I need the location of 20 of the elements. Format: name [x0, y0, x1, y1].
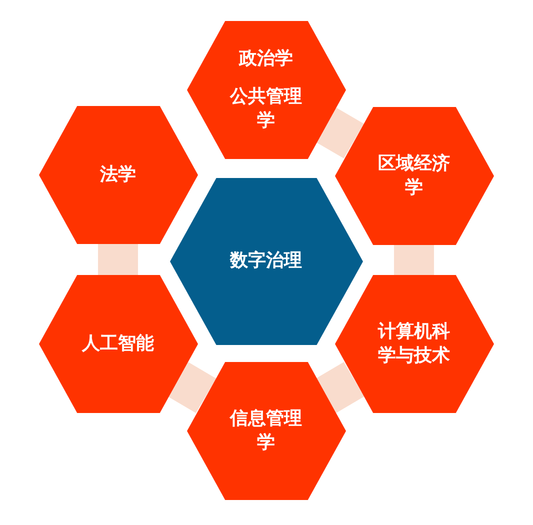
subject-label: 人工智能 — [82, 332, 154, 356]
connector-band — [394, 245, 434, 275]
hexagon — [334, 275, 494, 413]
subject-label: 计算机科学与技术 — [376, 320, 451, 368]
hexagon — [334, 107, 494, 245]
subject-label: 法学 — [100, 163, 136, 187]
hexagon — [38, 106, 198, 244]
subject-label: 区域经济学 — [377, 152, 451, 200]
subject-label: 信息管理学 — [228, 407, 303, 455]
connector-band — [168, 362, 216, 413]
hexagon — [186, 21, 346, 159]
connector-band — [98, 244, 138, 275]
subject-label: 数字治理 — [230, 249, 302, 273]
hexagon — [186, 362, 346, 500]
subject-label: 公共管理学 — [228, 85, 303, 133]
subject-label: 政治学 — [239, 47, 293, 71]
hexagon — [38, 275, 198, 413]
connector-band — [316, 362, 364, 413]
connector-band — [316, 108, 364, 158]
hexagon — [170, 178, 362, 344]
